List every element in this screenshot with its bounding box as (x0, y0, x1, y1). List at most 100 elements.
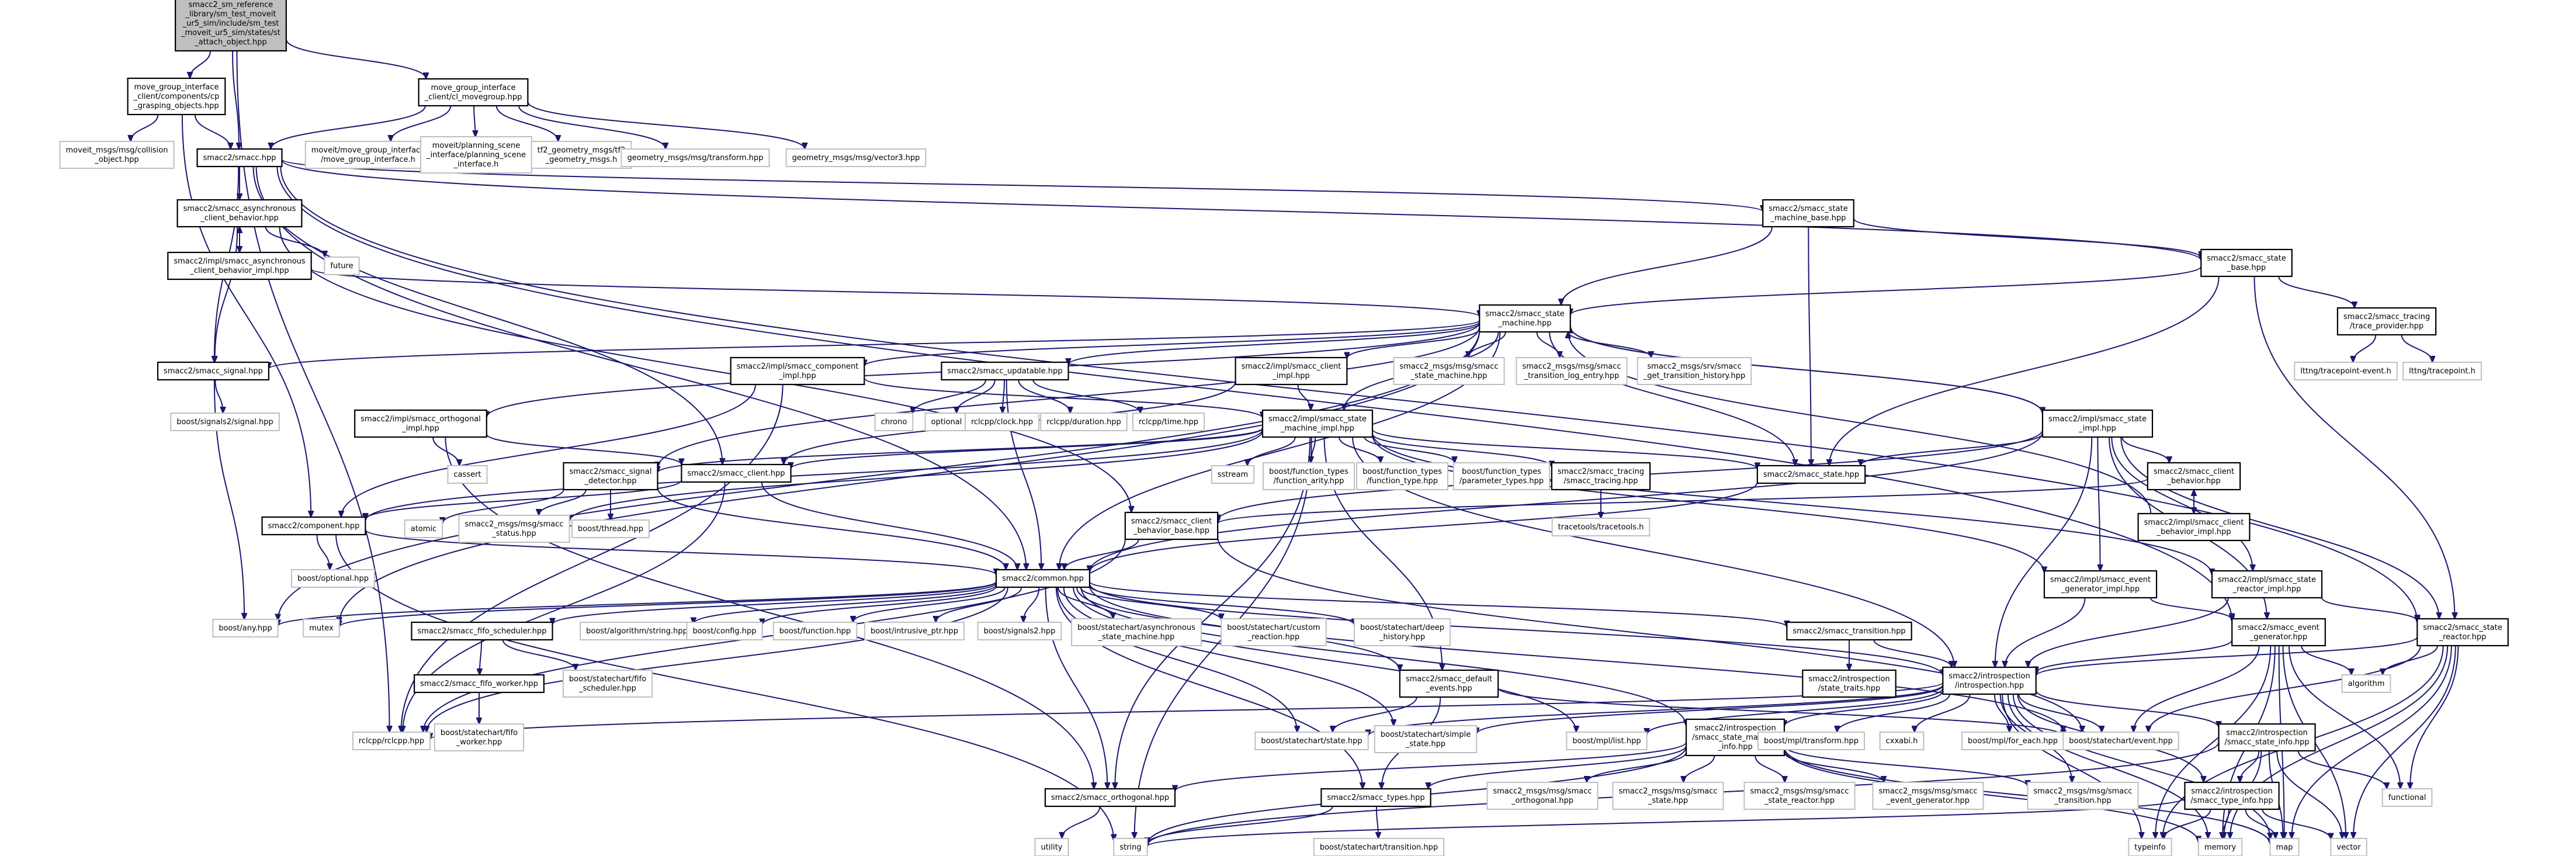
node-sm-base[interactable]: smacc2/smacc_state_machine_base.hpp (1762, 199, 1854, 228)
edge-client_behavior-to-cb_base (1218, 477, 2148, 524)
node-mgi-h: moveit/move_group_interface/move_group_i… (304, 141, 432, 169)
node-movegroup[interactable]: move_group_interface_client/cl_movegroup… (418, 78, 529, 107)
node-box (2211, 570, 2323, 599)
node-future: future (324, 257, 360, 275)
edge-state_machine-to-msg_sm (1468, 331, 1506, 358)
node-orth-impl[interactable]: smacc2/impl/smacc_orthogonal_impl.hpp (354, 409, 487, 438)
node-client-impl[interactable]: smacc2/impl/smacc_client_impl.hpp (1235, 356, 1348, 386)
edge-sm_info-to-orthogonal (1175, 741, 1687, 791)
node-label: _ur5_sim/include/sm_test (182, 19, 279, 28)
node-event-gen-impl[interactable]: smacc2/impl/smacc_event_generator_impl.h… (2043, 570, 2158, 599)
node-async-cb[interactable]: smacc2/smacc_asynchronous_client_behavio… (176, 199, 303, 228)
node-box (1802, 669, 1897, 698)
node-sm-impl[interactable]: smacc2/impl/smacc_state_machine_impl.hpp (1261, 409, 1374, 438)
node-box (2381, 788, 2433, 807)
node-box (964, 413, 1040, 431)
edge-state_reactor-to-functional (2410, 645, 2459, 789)
node-box (1356, 462, 1448, 490)
node-box (2062, 732, 2179, 750)
node-smacc-hpp[interactable]: smacc2/smacc.hpp (196, 148, 283, 168)
node-label: _events.hpp (1425, 684, 1472, 693)
edge-state_info-to-vector (2276, 750, 2342, 838)
node-client-behavior[interactable]: smacc2/smacc_client_behavior.hpp (2147, 462, 2241, 491)
edge-type_info-to-map (2245, 809, 2276, 838)
node-cp-grasping[interactable]: move_group_interface_client/components/c… (127, 77, 226, 116)
edge-state_info-to-functional (2297, 750, 2387, 789)
node-label: _scheduler.hpp (578, 684, 636, 693)
node-box (1756, 465, 1866, 484)
node-label: _behavior.hpp (2166, 477, 2220, 486)
edge-sm_base-to-state_machine (1561, 226, 1773, 305)
node-label: vector (2336, 843, 2361, 852)
node-state-hpp[interactable]: smacc2/smacc_state.hpp (1756, 465, 1866, 484)
node-client-hpp[interactable]: smacc2/smacc_client.hpp (681, 463, 792, 483)
node-label: boost/any.hpp (219, 624, 272, 633)
node-transition[interactable]: smacc2/smacc_transition.hpp (1786, 621, 1912, 641)
node-label: lttng/tracepoint-event.h (2300, 367, 2391, 376)
node-types[interactable]: smacc2/smacc_types.hpp (1320, 788, 1431, 808)
edge-sm_impl-to-event_gen_impl (1372, 435, 2044, 573)
edge-common-to-transition (1088, 581, 1787, 627)
node-box (785, 148, 927, 167)
node-box (2416, 618, 2509, 647)
edge-state_hpp-to-common (1090, 481, 1758, 573)
node-label: /smacc_type_info.hpp (2190, 796, 2273, 805)
node-async-cb-impl[interactable]: smacc2/impl/smacc_asynchronous_client_be… (167, 251, 312, 280)
edge-common-to-config (762, 585, 997, 625)
node-vector: vector (2330, 838, 2367, 856)
node-label: _state_machine.hpp (1098, 633, 1175, 642)
node-state-traits[interactable]: smacc2/introspection/state_traits.hpp (1802, 669, 1897, 698)
edge-orth_impl-to-client_hpp (486, 434, 682, 465)
node-label: smacc2/smacc_orthogonal.hpp (1051, 793, 1169, 802)
node-label: smacc2/smacc_fifo_worker.hpp (420, 680, 538, 688)
node-box (157, 361, 270, 381)
node-state-impl[interactable]: smacc2/impl/smacc_state_impl.hpp (2041, 409, 2154, 438)
edge-smacc_hpp-to-state_base (281, 160, 2201, 261)
node-msg-tle: smacc2_msgs/msg/smacc_transition_log_ent… (1516, 357, 1628, 385)
node-cxxabi: cxxabi.h (1879, 732, 1925, 750)
node-boost-optional: boost/optional.hpp (291, 569, 375, 588)
node-orthogonal[interactable]: smacc2/smacc_orthogonal.hpp (1044, 788, 1176, 808)
node-state-info[interactable]: smacc2/introspection/smacc_state_info.hp… (2218, 723, 2316, 752)
node-fifo-worker[interactable]: smacc2/smacc_fifo_worker.hpp (414, 674, 545, 694)
node-label: _interface.h (453, 160, 499, 169)
node-function: boost/function.hpp (772, 622, 858, 640)
node-label: /introspection.hpp (1955, 681, 2024, 690)
edge-orth_impl-to-cassert (432, 436, 459, 466)
node-tracing[interactable]: smacc2/smacc_tracing/smacc_tracing.hpp (1551, 462, 1651, 491)
node-cb-base[interactable]: smacc2/smacc_client_behavior_base.hpp (1124, 511, 1219, 540)
edge-sm_impl-to-reactor_impl (1372, 432, 2212, 575)
node-introspection[interactable]: smacc2/introspection/introspection.hpp (1942, 666, 2037, 695)
edge-sm_impl-to-tracing (1372, 433, 1552, 467)
node-intrusive: boost/intrusive_ptr.hpp (864, 622, 965, 640)
node-default-events[interactable]: smacc2/smacc_default_events.hpp (1399, 669, 1499, 698)
node-label: tracetools/tracetools.h (1558, 523, 1644, 532)
node-signal[interactable]: smacc2/smacc_signal.hpp (157, 361, 270, 381)
node-label: smacc2/introspection (2226, 729, 2307, 737)
node-label: moveit/move_group_interface (311, 146, 425, 155)
node-comp-impl[interactable]: smacc2/impl/smacc_component_impl.hpp (730, 356, 865, 386)
node-client-behavior-impl[interactable]: smacc2/impl/smacc_client_behavior_impl.h… (2137, 512, 2251, 542)
node-box (212, 619, 279, 637)
node-label: smacc2/smacc_state (2207, 254, 2286, 263)
node-label: smacc2/introspection (2191, 787, 2272, 796)
node-event-gen[interactable]: smacc2/smacc_event_generator.hpp (2231, 618, 2326, 647)
node-common[interactable]: smacc2/common.hpp (995, 569, 1091, 588)
node-thread: boost/thread.hpp (571, 519, 650, 538)
node-tracing-tp[interactable]: smacc2/smacc_tracing/trace_provider.hpp (2336, 307, 2437, 336)
node-state-machine[interactable]: smacc2/smacc_state_machine.hpp (1479, 304, 1571, 333)
node-root[interactable]: smacc2_sm_reference_library/sm_test_move… (175, 0, 287, 52)
node-type-info[interactable]: smacc2/introspection/smacc_type_info.hpp (2184, 781, 2280, 810)
node-psi-h: moveit/planning_scene_interface/planning… (420, 136, 532, 174)
node-updatable[interactable]: smacc2/smacc_updatable.hpp (941, 361, 1069, 381)
node-label: smacc2_msgs/srv/smacc (1647, 362, 1741, 371)
node-fifo-sched[interactable]: smacc2/smacc_fifo_scheduler.hpp (411, 621, 553, 641)
node-label: _client/components/cp (133, 92, 220, 101)
node-label: _history.hpp (1379, 633, 1425, 642)
node-signal-detector[interactable]: smacc2/smacc_signal_detector.hpp (563, 462, 658, 491)
node-box (175, 0, 287, 52)
node-component[interactable]: smacc2/component.hpp (261, 516, 366, 536)
node-state-reactor[interactable]: smacc2/smacc_state_reactor.hpp (2416, 618, 2509, 647)
node-state-base[interactable]: smacc2/smacc_state_base.hpp (2200, 248, 2293, 278)
node-reactor-impl[interactable]: smacc2/impl/smacc_state_reactor_impl.hpp (2211, 570, 2323, 599)
